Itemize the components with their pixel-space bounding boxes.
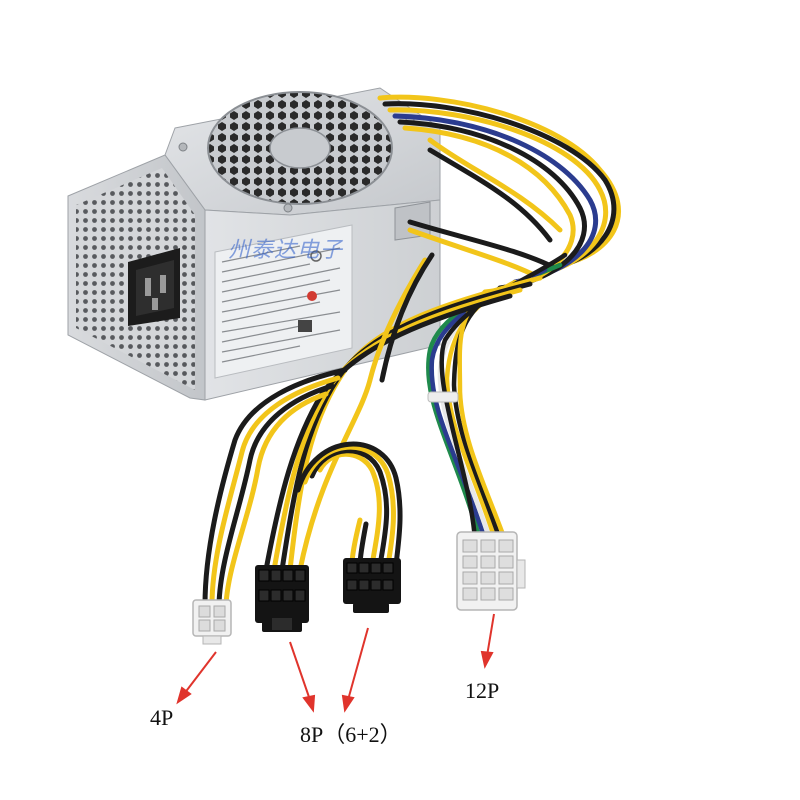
red-arrow-icon — [176, 651, 217, 705]
iec-c14-socket-icon — [128, 248, 180, 326]
spec-label-sticker — [214, 224, 353, 379]
connector-6plus2p — [343, 558, 401, 613]
connector-8p — [255, 565, 309, 632]
red-arrow-icon — [480, 613, 495, 669]
label-4p-connector: 4P — [150, 705, 174, 730]
label-12p-connector: 12P — [465, 678, 500, 703]
connector-12p — [456, 531, 526, 611]
label-8p-connector: 8P（6+2） — [300, 722, 402, 747]
power-supply-unit — [67, 87, 441, 401]
cable-tie — [427, 391, 459, 403]
connector-4p — [192, 599, 232, 645]
red-arrow-icon — [289, 641, 316, 713]
watermark-text: 州泰达电子 — [228, 238, 344, 263]
red-arrow-icon — [341, 627, 369, 713]
cable-bundle — [202, 94, 621, 608]
